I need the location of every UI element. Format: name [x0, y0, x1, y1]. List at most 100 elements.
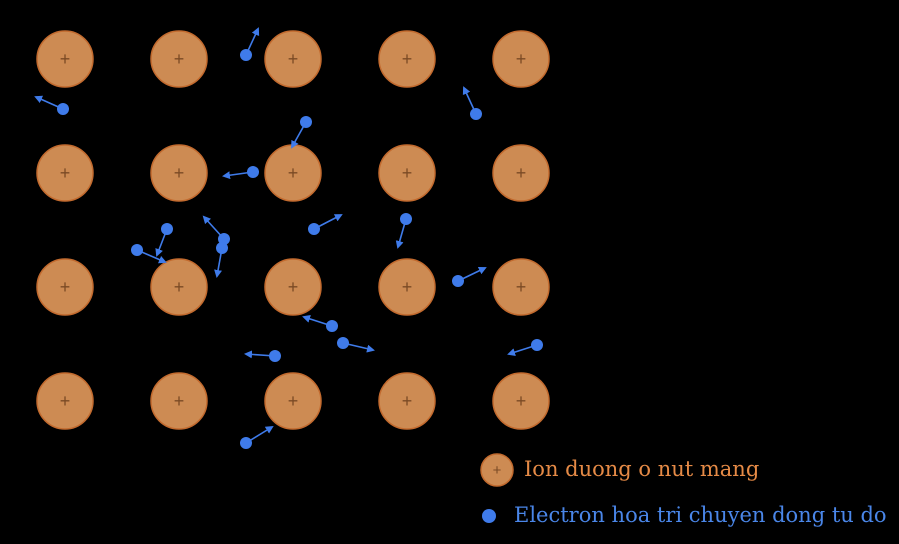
ion: +	[378, 144, 436, 202]
ion: +	[150, 144, 208, 202]
ion-circle	[378, 258, 436, 316]
electron-dot	[452, 275, 464, 287]
ion-circle	[492, 144, 550, 202]
ion: +	[378, 258, 436, 316]
electron	[507, 339, 543, 356]
ion-plus-icon: +	[60, 277, 71, 297]
ion-plus-icon: +	[516, 49, 527, 69]
electron-dot	[216, 242, 228, 254]
ion-circle	[264, 372, 322, 430]
electron-dot	[300, 116, 312, 128]
legend-ion-label: Ion duong o nut mang	[524, 457, 759, 481]
legend: + Ion duong o nut mang Electron hoa tri …	[480, 453, 887, 527]
ion-circle	[378, 144, 436, 202]
ion: +	[36, 144, 94, 202]
ion-circle	[378, 30, 436, 88]
ion-circle	[492, 30, 550, 88]
ion-circle	[378, 372, 436, 430]
ion-circle	[150, 372, 208, 430]
electron	[291, 116, 312, 149]
ion-plus-icon: +	[288, 163, 299, 183]
electron	[240, 27, 260, 61]
ion-circle	[150, 30, 208, 88]
ion-plus-icon: +	[516, 277, 527, 297]
ion: +	[378, 372, 436, 430]
electron-dot	[531, 339, 543, 351]
electron-layer	[34, 27, 543, 449]
ion: +	[36, 372, 94, 430]
ion-circle	[150, 144, 208, 202]
electron	[302, 315, 338, 332]
electron-dot	[337, 337, 349, 349]
ion-plus-icon: +	[402, 391, 413, 411]
ion: +	[264, 372, 322, 430]
ion-plus-icon: +	[402, 163, 413, 183]
legend-electron-label: Electron hoa tri chuyen dong tu do	[514, 503, 887, 527]
legend-electron-icon	[482, 509, 496, 523]
ion-plus-icon: +	[288, 49, 299, 69]
electron-dot	[400, 213, 412, 225]
ion-plus-icon: +	[174, 49, 185, 69]
ion: +	[264, 30, 322, 88]
ion-plus-icon: +	[288, 277, 299, 297]
legend-ion-plus-icon: +	[493, 462, 502, 479]
ion: +	[492, 258, 550, 316]
ion-circle	[36, 30, 94, 88]
ion: +	[150, 30, 208, 88]
ion-plus-icon: +	[516, 391, 527, 411]
ion: +	[492, 372, 550, 430]
electron-dot	[470, 108, 482, 120]
ion: +	[36, 30, 94, 88]
ion-plus-icon: +	[402, 277, 413, 297]
ion-plus-icon: +	[402, 49, 413, 69]
electron	[337, 337, 375, 353]
ion: +	[150, 372, 208, 430]
ion: +	[492, 30, 550, 88]
electron-dot	[308, 223, 320, 235]
ion: +	[264, 144, 322, 202]
electron-dot	[218, 233, 230, 245]
ion: +	[36, 258, 94, 316]
electron-dot	[326, 320, 338, 332]
ion-plus-icon: +	[60, 391, 71, 411]
ion-circle	[36, 258, 94, 316]
ion-circle	[492, 258, 550, 316]
electron-dot	[131, 244, 143, 256]
legend-ion-icon	[480, 453, 514, 487]
electron	[202, 215, 230, 245]
electron-dot	[269, 350, 281, 362]
electron	[462, 86, 482, 120]
electron	[452, 266, 487, 287]
ion-plus-icon: +	[60, 49, 71, 69]
ion-plus-icon: +	[174, 391, 185, 411]
electron	[214, 242, 228, 278]
ion-circle	[264, 30, 322, 88]
electron-dot	[247, 166, 259, 178]
ion: +	[150, 258, 208, 316]
ion-plus-icon: +	[288, 391, 299, 411]
electron	[222, 166, 259, 180]
ion-plus-icon: +	[516, 163, 527, 183]
legend-electron-item: Electron hoa tri chuyen dong tu do	[482, 503, 887, 527]
ion-plus-icon: +	[174, 277, 185, 297]
ion-circle	[36, 372, 94, 430]
electron	[395, 213, 412, 249]
electron	[155, 223, 173, 257]
ion-circle	[36, 144, 94, 202]
electron	[244, 350, 281, 362]
ion: +	[378, 30, 436, 88]
ion-circle	[264, 258, 322, 316]
ion-lattice: + + + + + + + + + + + + + + + + + + + +	[36, 30, 550, 430]
electron	[131, 244, 167, 264]
ion-plus-icon: +	[174, 163, 185, 183]
ion-circle	[492, 372, 550, 430]
legend-ion-item: + Ion duong o nut mang	[480, 453, 759, 487]
ion-plus-icon: +	[60, 163, 71, 183]
electron	[308, 214, 343, 235]
electron-dot	[57, 103, 69, 115]
electron	[34, 95, 69, 115]
ion: +	[492, 144, 550, 202]
electron-dot	[161, 223, 173, 235]
